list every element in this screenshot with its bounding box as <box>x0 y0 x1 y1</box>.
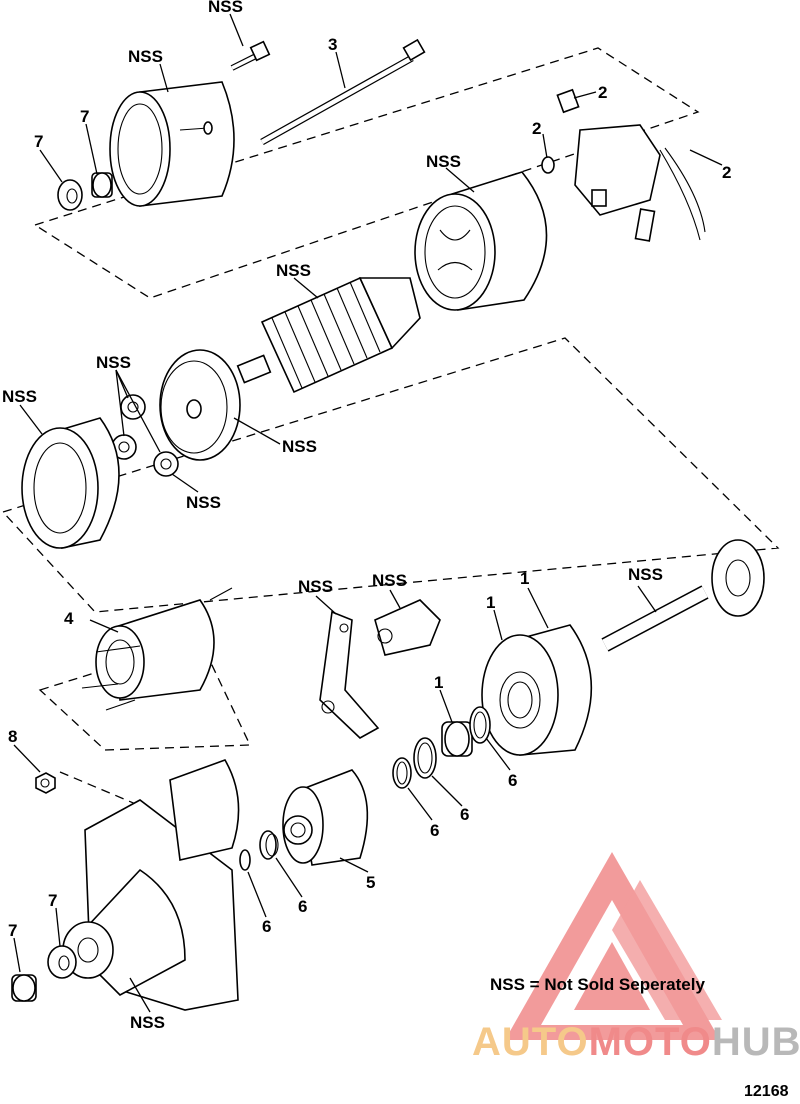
end-cover <box>109 81 235 207</box>
drive-end-housing <box>62 759 240 1011</box>
internal-ring-gear <box>21 417 120 549</box>
label-nss-bolt: NSS <box>208 0 243 16</box>
center-housing <box>481 624 593 756</box>
label-2-brush: 2 <box>598 83 607 102</box>
label-nss-armature: NSS <box>276 261 311 280</box>
lever-pivot-block <box>374 599 441 656</box>
watermark-auto: AUTO <box>472 1020 589 1064</box>
label-nss-ring-gear: NSS <box>2 387 37 406</box>
label-7-washer-bottom: 7 <box>48 891 57 910</box>
planetary-disc <box>159 349 241 461</box>
label-nss-lever: NSS <box>298 577 333 596</box>
label-6-spring: 6 <box>298 897 307 916</box>
label-7-washer-top: 7 <box>34 132 43 151</box>
bushing-bottom <box>11 974 37 1002</box>
group-outline-brush-assembly <box>33 47 700 299</box>
label-nss-end-cover: NSS <box>128 47 163 66</box>
washer-6-a <box>469 706 491 744</box>
drive-clutch <box>282 769 369 866</box>
label-2-spring: 2 <box>532 119 541 138</box>
label-7-bushing-top: 7 <box>80 107 89 126</box>
label-6-snap-c: 6 <box>430 821 439 840</box>
label-8: 8 <box>8 727 17 746</box>
label-1-housing-b: 1 <box>486 593 495 612</box>
snap-ring-6-c <box>392 757 412 789</box>
washer-6-b <box>413 737 437 779</box>
label-7-bushing-bottom: 7 <box>8 921 17 940</box>
label-6-washer-a: 6 <box>508 771 517 790</box>
long-through-bolt <box>260 38 426 146</box>
watermark-hub: HUB <box>712 1020 800 1064</box>
pinion-shaft <box>601 539 765 652</box>
callout-labels: NSS 3 NSS 7 7 NSS 2 2 2 NSS NSS NSS NSS … <box>2 0 731 1032</box>
leader-lines <box>13 13 723 1013</box>
solenoid <box>81 587 233 711</box>
washer-bottom <box>47 945 77 979</box>
washer-top <box>57 179 83 211</box>
label-3: 3 <box>328 35 337 54</box>
watermark-moto: MOTO <box>589 1020 712 1064</box>
label-nss-gear-3: NSS <box>186 493 221 512</box>
label-6-snap-d: 6 <box>262 917 271 936</box>
label-2-holder: 2 <box>722 163 731 182</box>
retainer-spring-6 <box>259 830 279 860</box>
planet-gear-3 <box>153 451 179 477</box>
label-nss-field-frame: NSS <box>426 152 461 171</box>
nut-8 <box>35 772 56 794</box>
label-nss-pivot: NSS <box>372 571 407 590</box>
armature <box>236 276 421 394</box>
through-bolt-small <box>230 40 271 71</box>
group-outline-gear-assembly <box>1 337 780 613</box>
label-1-bearing: 1 <box>434 673 443 692</box>
watermark-text: AUTOMOTOHUB <box>472 1020 800 1064</box>
field-frame <box>414 171 548 311</box>
label-nss-planet-gears: NSS <box>96 353 131 372</box>
legend-nss: NSS = Not Sold Seperately <box>490 975 705 994</box>
label-nss-drive-housing: NSS <box>130 1013 165 1032</box>
bearing-1 <box>441 721 473 757</box>
label-4: 4 <box>64 609 74 628</box>
label-1-housing-a: 1 <box>520 569 529 588</box>
label-5: 5 <box>366 873 375 892</box>
brush-holder <box>541 88 706 242</box>
bushing-top <box>91 172 113 198</box>
label-nss-disc: NSS <box>282 437 317 456</box>
planet-gear-1 <box>120 394 146 420</box>
figure-number: 12168 <box>744 1083 789 1100</box>
label-6-washer-b: 6 <box>460 805 469 824</box>
shift-lever <box>319 610 380 739</box>
watermark-logo <box>505 852 722 1040</box>
snap-ring-6-d <box>239 849 251 871</box>
label-nss-shaft: NSS <box>628 565 663 584</box>
